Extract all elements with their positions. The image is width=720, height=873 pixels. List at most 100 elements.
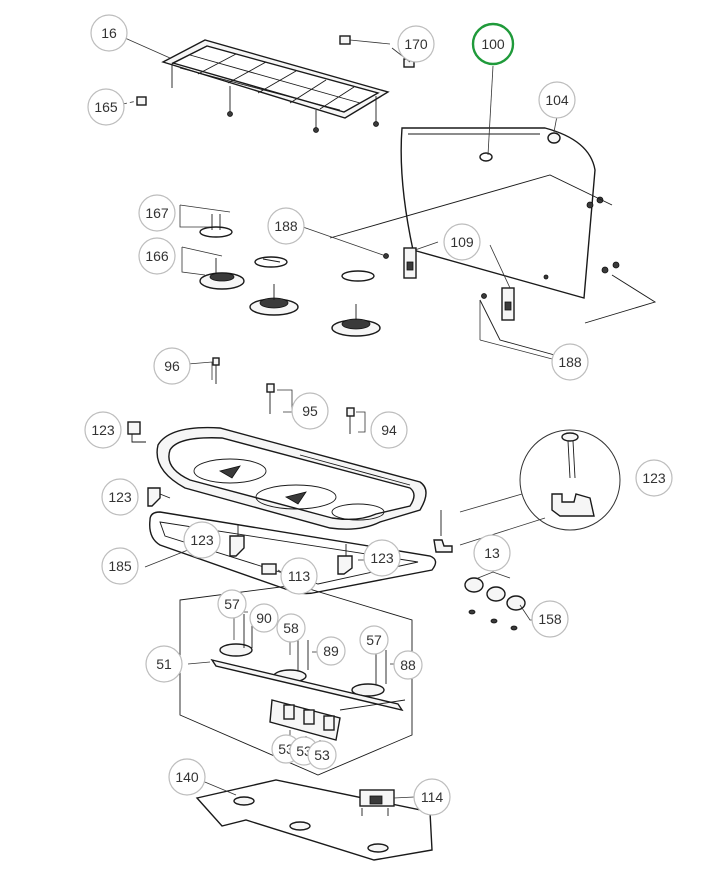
- callout-label: 51: [156, 656, 172, 672]
- callout-158[interactable]: 158: [531, 600, 569, 638]
- callout-label: 170: [404, 36, 428, 52]
- callout-label: 104: [545, 92, 569, 108]
- callout-label: 100: [481, 36, 505, 52]
- thermocouple-large[interactable]: [266, 383, 275, 414]
- callout-166[interactable]: 166: [138, 237, 176, 275]
- callout-circle: [370, 411, 408, 449]
- callout-circle: [307, 740, 337, 770]
- gas-valve-block[interactable]: [359, 789, 395, 816]
- callout-label: 57: [366, 632, 382, 648]
- callout-label: 123: [642, 470, 666, 486]
- callout-label: 123: [108, 489, 132, 505]
- callout-circle: [84, 411, 122, 449]
- callout-circle: [635, 459, 673, 497]
- callout-circle: [153, 347, 191, 385]
- burner-crown-front-left[interactable]: [249, 284, 299, 316]
- callout-90[interactable]: 90: [249, 603, 279, 633]
- callout-104[interactable]: 104: [538, 81, 576, 119]
- callout-label: 140: [175, 769, 199, 785]
- fixing-bracket[interactable]: [127, 421, 146, 443]
- callout-167[interactable]: 167: [138, 194, 176, 232]
- callout-51[interactable]: 51: [145, 645, 183, 683]
- callout-113[interactable]: 113: [280, 557, 318, 595]
- callout-95[interactable]: 95: [291, 392, 329, 430]
- callout-58[interactable]: 58: [276, 613, 306, 643]
- callout-label: 13: [484, 545, 500, 561]
- burner-crown-rear-left[interactable]: [199, 258, 245, 290]
- callout-140[interactable]: 140: [168, 758, 206, 796]
- callout-label: 16: [101, 25, 117, 41]
- gas-burner-assembly[interactable]: [179, 584, 413, 776]
- ignition-electrode[interactable]: [212, 357, 220, 384]
- callout-circle: [90, 14, 128, 52]
- callout-label: 90: [256, 610, 272, 626]
- callout-123[interactable]: 123: [183, 521, 221, 559]
- callout-circle: [531, 600, 569, 638]
- callout-label: 113: [288, 568, 311, 584]
- callout-123[interactable]: 123: [101, 478, 139, 516]
- burner-crown-front-right[interactable]: [331, 304, 381, 337]
- callout-circle: [397, 25, 435, 63]
- callout-123[interactable]: 123: [84, 411, 122, 449]
- callout-16[interactable]: 16: [90, 14, 128, 52]
- bottom-cover-plate[interactable]: [195, 779, 433, 861]
- burner-crown-rear-center[interactable]: [254, 256, 288, 268]
- pan-support-grid[interactable]: [161, 39, 390, 133]
- callout-165[interactable]: 165: [87, 88, 125, 126]
- hob-seal-gasket[interactable]: [149, 511, 437, 595]
- fixing-bracket[interactable]: [337, 544, 353, 575]
- callout-114[interactable]: 114: [413, 778, 451, 816]
- callout-circle: [359, 625, 389, 655]
- callout-circle: [538, 81, 576, 119]
- callout-185[interactable]: 185: [101, 547, 139, 585]
- callout-57[interactable]: 57: [359, 625, 389, 655]
- burner-cap-small[interactable]: [199, 214, 233, 238]
- callout-label: 95: [302, 403, 318, 419]
- callout-circle: [413, 778, 451, 816]
- callout-123[interactable]: 123: [363, 539, 401, 577]
- callout-circle: [183, 521, 221, 559]
- callout-109[interactable]: 109: [443, 223, 481, 261]
- callout-89[interactable]: 89: [316, 636, 346, 666]
- callout-96[interactable]: 96: [153, 347, 191, 385]
- bracket-zoom-detail: [519, 429, 621, 531]
- callout-57[interactable]: 57: [217, 589, 247, 619]
- callout-label: 88: [400, 657, 416, 673]
- callout-circle: [138, 237, 176, 275]
- callout-170[interactable]: 170: [397, 25, 435, 63]
- fixing-bracket[interactable]: [147, 487, 171, 507]
- callout-circle: [217, 589, 247, 619]
- lid-hinge-right[interactable]: [481, 274, 549, 321]
- glass-lid[interactable]: [400, 127, 620, 299]
- bracket-small-preview: [433, 510, 453, 553]
- fixing-bracket[interactable]: [229, 524, 245, 557]
- callout-circle: [276, 613, 306, 643]
- control-knob[interactable]: [464, 577, 526, 631]
- callout-circle: [101, 478, 139, 516]
- hob-top-tray[interactable]: [156, 426, 427, 530]
- callout-94[interactable]: 94: [370, 411, 408, 449]
- callout-123[interactable]: 123: [635, 459, 673, 497]
- callout-100-highlighted[interactable]: 100: [471, 22, 515, 66]
- callout-circle: [363, 539, 401, 577]
- burner-crown-rear-right[interactable]: [341, 270, 375, 282]
- thermocouple-small[interactable]: [346, 407, 355, 434]
- callout-label: 57: [224, 596, 240, 612]
- callout-circle: [87, 88, 125, 126]
- lid-bumper: [547, 132, 561, 144]
- callout-188[interactable]: 188: [551, 343, 589, 381]
- callout-188[interactable]: 188: [267, 207, 305, 245]
- lid-hinge-left[interactable]: [383, 247, 417, 279]
- callout-53[interactable]: 53: [307, 740, 337, 770]
- callout-label: 188: [558, 354, 582, 370]
- callout-circle: [551, 343, 589, 381]
- callout-label: 123: [91, 422, 115, 438]
- callout-88[interactable]: 88: [393, 650, 423, 680]
- callout-circle: [291, 392, 329, 430]
- callout-label: 53: [314, 747, 330, 763]
- callout-13[interactable]: 13: [473, 534, 511, 572]
- callout-label: 123: [190, 532, 214, 548]
- callout-label: 109: [450, 234, 474, 250]
